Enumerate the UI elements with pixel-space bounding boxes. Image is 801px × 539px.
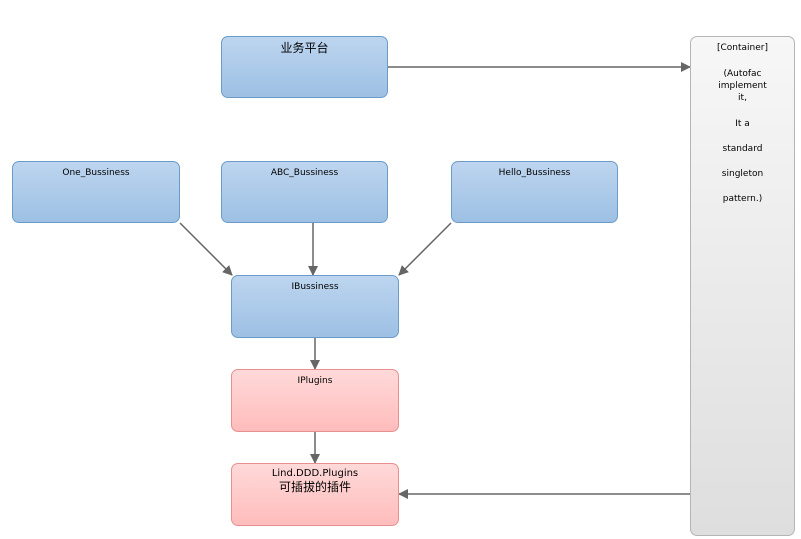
container-line-1: (Autofac — [723, 69, 762, 79]
node-lind-ddd-plugins[interactable]: Lind.DDD.Plugins 可插拔的插件 — [231, 463, 399, 526]
container-line-5: standard — [722, 144, 763, 154]
edge-hello-to-ibussiness — [398, 222, 452, 276]
node-iplugins[interactable]: IPlugins — [231, 369, 399, 432]
node-business-platform-label: 业务平台 — [280, 41, 329, 55]
node-lind-ddd-plugins-sublabel: 可插拔的插件 — [278, 480, 351, 494]
container-line-3: it, — [738, 93, 747, 103]
node-one-bussiness[interactable]: One_Bussiness — [12, 161, 180, 223]
node-one-bussiness-label: One_Bussiness — [62, 168, 130, 178]
node-ibussiness[interactable]: IBussiness — [231, 275, 399, 338]
container-line-2: implement — [718, 81, 767, 91]
node-lind-ddd-plugins-label: Lind.DDD.Plugins — [271, 468, 359, 479]
edge-one-to-ibussiness — [179, 222, 233, 276]
node-abc-bussiness-label: ABC_Bussiness — [270, 168, 339, 178]
node-iplugins-label: IPlugins — [297, 376, 333, 386]
container-line-7: pattern.) — [722, 194, 763, 204]
container-title: [Container] — [716, 43, 768, 53]
node-business-platform[interactable]: 业务平台 — [221, 36, 388, 98]
node-abc-bussiness[interactable]: ABC_Bussiness — [221, 161, 388, 223]
container-line-4: It a — [735, 119, 750, 129]
node-container[interactable]: [Container] (Autofac implement it, It a … — [690, 36, 795, 536]
container-line-6: singleton — [721, 169, 764, 179]
node-hello-bussiness-label: Hello_Bussiness — [498, 168, 571, 178]
node-hello-bussiness[interactable]: Hello_Bussiness — [451, 161, 618, 223]
node-ibussiness-label: IBussiness — [291, 282, 339, 292]
